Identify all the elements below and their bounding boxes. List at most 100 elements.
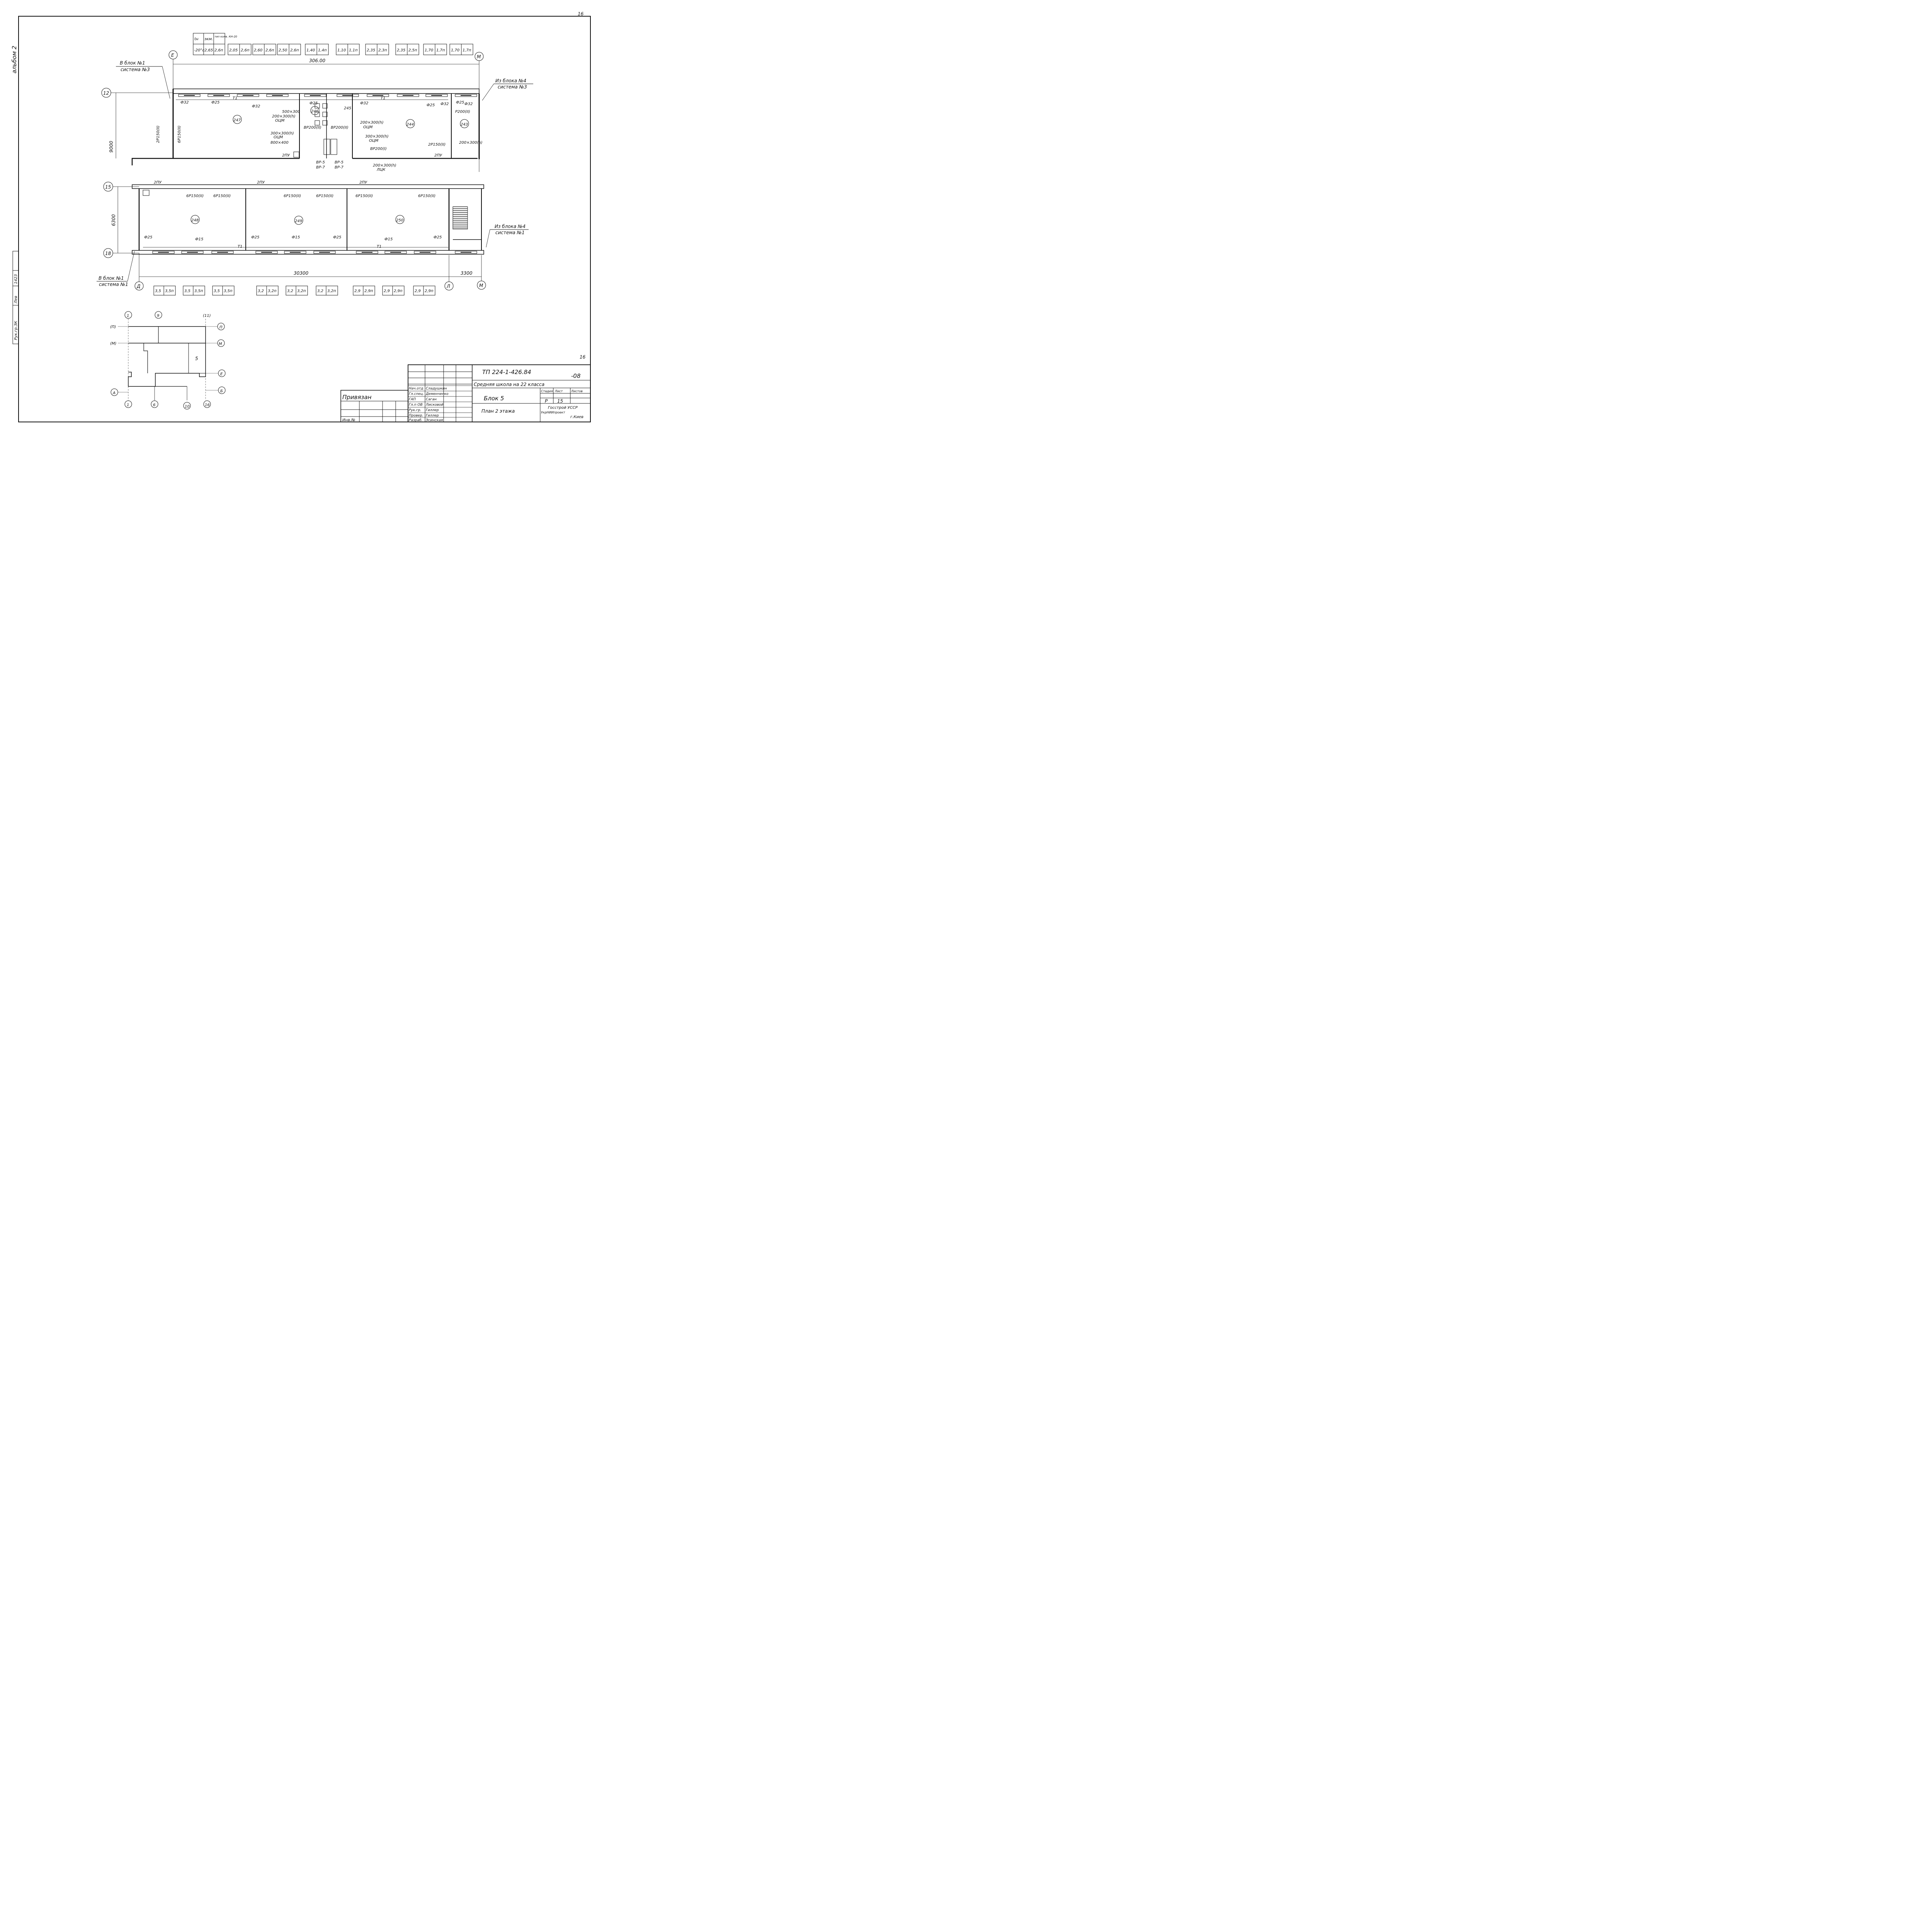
top-table-type: 1,7п bbox=[463, 48, 471, 53]
pipe-d25-f: Ф25 bbox=[251, 235, 259, 240]
convector bbox=[284, 251, 306, 254]
margin-stamp: Рук.гр.ЗК Лев 1423 bbox=[12, 251, 19, 344]
reg-6p150-2: 6Р150(II) bbox=[213, 194, 231, 198]
convector bbox=[384, 251, 407, 254]
axis-label-15: 15 bbox=[105, 184, 111, 190]
bottom-table-cell bbox=[286, 286, 308, 296]
note-from-block4-top: Из блока №4 bbox=[495, 78, 526, 83]
reg-6p150-6: 6Р150(II) bbox=[418, 194, 435, 198]
grille-200x300-b: 200×300(h) bbox=[360, 121, 384, 125]
note-sys1-right: система №1 bbox=[495, 230, 525, 235]
bottom-table-value: 3,5 bbox=[184, 289, 190, 293]
dim-bottom: 30300 bbox=[294, 270, 309, 276]
room-245: 245 bbox=[344, 106, 351, 111]
room-249: 249 bbox=[295, 219, 302, 223]
table-first-1: -20°c bbox=[194, 48, 204, 53]
convector bbox=[207, 94, 230, 97]
key-row-m-right: М bbox=[219, 342, 222, 346]
table-header-tn: tн bbox=[194, 37, 199, 41]
bottom-table-type: 3,2п bbox=[268, 289, 277, 293]
bottom-table-type: 2,9п bbox=[394, 289, 403, 293]
margin-stamp-2: Лев bbox=[14, 296, 18, 304]
doc-suffix: -08 bbox=[571, 372, 581, 379]
axis-label-m-bottom: М bbox=[479, 283, 483, 288]
pipe-d15-b: Ф15 bbox=[292, 235, 300, 240]
room-marker-244 bbox=[406, 119, 415, 128]
note-sys3-top: система №3 bbox=[121, 67, 150, 72]
pipe-d25-d: Ф25 bbox=[456, 100, 464, 105]
role-name: Эсинская bbox=[425, 418, 443, 422]
bottom-table-type: 3,5п bbox=[165, 289, 174, 293]
convector bbox=[237, 94, 259, 97]
pipe-d32-d: Ф32 bbox=[440, 102, 449, 106]
convector bbox=[211, 251, 234, 254]
note-sys1-left: система №1 bbox=[99, 282, 128, 287]
grille-800x400: 800×400 bbox=[270, 141, 289, 145]
dim-left-bottom: 6300 bbox=[111, 214, 116, 226]
key-row-p-right: П bbox=[219, 325, 223, 330]
pipe-t1-c: Т1 bbox=[238, 245, 242, 249]
role-name: Саган bbox=[426, 398, 437, 401]
top-table-type: 1,7п bbox=[436, 48, 445, 53]
dim-bottom-right: 3300 bbox=[461, 270, 473, 276]
note-to-block1-bottom: В блок №1 bbox=[99, 276, 124, 281]
role-title: Гл.спец. bbox=[409, 392, 424, 396]
convector bbox=[414, 251, 436, 254]
key-row-e: Е bbox=[220, 372, 223, 376]
top-table-type: 2,3п bbox=[378, 48, 387, 53]
grille-300x300-a: 300×300(h) bbox=[270, 131, 294, 136]
bottom-table-type: 3,5п bbox=[224, 289, 233, 293]
vr7-a: ВР-7 bbox=[316, 165, 325, 170]
room-marker-248 bbox=[190, 215, 200, 224]
vr200-a: ВР200(I) bbox=[370, 147, 387, 151]
convector bbox=[266, 94, 289, 97]
bottom-table-value: 3,5 bbox=[155, 289, 161, 293]
convector bbox=[356, 251, 378, 254]
room-marker-246 bbox=[310, 106, 320, 115]
room-marker-243 bbox=[460, 119, 469, 128]
convector bbox=[255, 251, 278, 254]
reg-p200: Р200(II) bbox=[455, 110, 470, 114]
bottom-table-cell bbox=[183, 286, 205, 296]
vr5-b: ВР-5 bbox=[335, 160, 344, 165]
key-row-a: А bbox=[112, 391, 116, 395]
vr7-b: ВР-7 bbox=[335, 165, 344, 170]
pipe-t1-b: Т1 bbox=[381, 96, 385, 100]
bottom-table-cell bbox=[382, 286, 405, 296]
role-title: Нач.отд bbox=[409, 387, 423, 391]
reg-6p150-5: 6Р150(II) bbox=[355, 194, 373, 198]
top-convector-table: tн экм. тип конв. КН-20 -20°c 2,65 2,6п … bbox=[193, 33, 473, 55]
pipe-d25-a: Ф25 bbox=[211, 100, 219, 105]
role-title: Провер. bbox=[409, 414, 423, 418]
sheet-header: Лист bbox=[554, 389, 563, 393]
sheet-mark: 16 bbox=[580, 354, 586, 360]
bottom-table-value: 2,9 bbox=[384, 289, 390, 293]
ozm-c: ОЦМ bbox=[363, 125, 373, 129]
room-250: 250 bbox=[396, 218, 403, 223]
upper-plan: 247 246 244 243 245 Ф32 Ф25 Т1 Ф32 Ф25 Ф… bbox=[131, 88, 483, 172]
convector bbox=[304, 94, 327, 97]
top-table-type: 2,6п bbox=[265, 48, 274, 53]
drawing-sheet: 16 16 альбом 2 Рук.гр.ЗК Лев 1423 tн экм… bbox=[11, 11, 591, 422]
top-table-value: 1,70 bbox=[425, 48, 433, 53]
dim-top: 306.00 bbox=[309, 58, 325, 63]
room-marker-247 bbox=[233, 115, 242, 124]
room-244: 244 bbox=[406, 122, 414, 127]
convector bbox=[367, 94, 389, 97]
bottom-table-type: 3,2п bbox=[327, 289, 336, 293]
grille-300x300-b: 300×300(h) bbox=[365, 134, 389, 139]
top-table-value: 2,50 bbox=[279, 48, 287, 53]
vr200-b: ВР200(II) bbox=[304, 126, 321, 130]
pu-e: 2ПУ bbox=[359, 180, 367, 185]
bound-label: Привязан bbox=[342, 394, 372, 401]
role-name: Гиллер bbox=[426, 414, 439, 418]
sheet-frame bbox=[18, 16, 591, 422]
bottom-table-type: 2,9п bbox=[425, 289, 434, 293]
bottom-table-value: 2,9 bbox=[354, 289, 361, 293]
ozm-a: ОЦМ bbox=[275, 119, 285, 123]
bottom-table-value: 3,5 bbox=[214, 289, 220, 293]
ozm-b: ОЦМ bbox=[274, 135, 283, 139]
bottom-table-type: 2,9п bbox=[364, 289, 373, 293]
dimension-lines: 306.00 9000 6300 30300 3300 bbox=[109, 58, 482, 282]
